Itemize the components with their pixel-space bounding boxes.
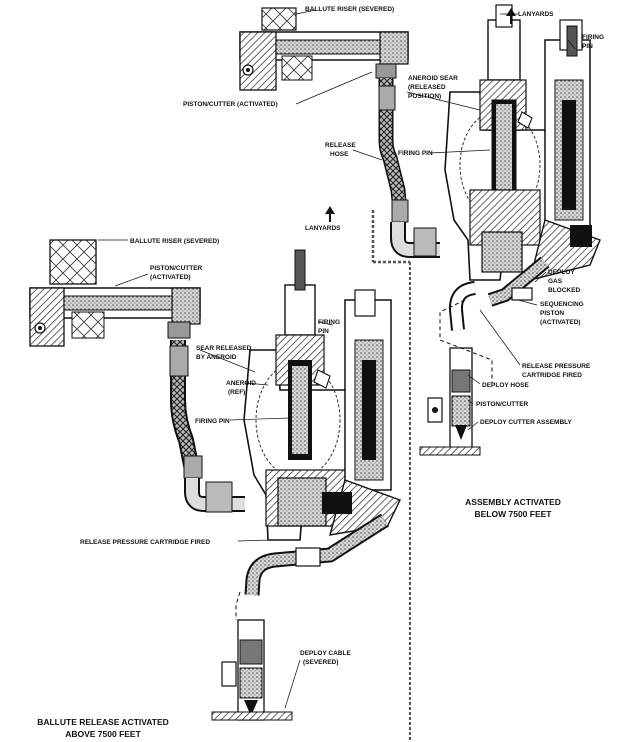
label-firing-pin-top-2: PIN (582, 43, 593, 50)
label-sear-released-2: BY ANEROID (196, 354, 237, 361)
label-deploy-gas-2: GAS (548, 278, 563, 285)
lanyards-arrow-left (325, 206, 335, 222)
label-sear-released-1: SEAR RELEASED (196, 345, 252, 352)
deploy-cable-traces (235, 299, 493, 620)
label-deploy-cable-1: DEPLOY CABLE (300, 650, 351, 657)
label-firing-pin-mid: FIRING PIN (398, 150, 433, 157)
label-release-hose-2: HOSE (330, 151, 349, 158)
label-piston-cutter-right: PISTON/CUTTER (476, 401, 529, 408)
label-ballute-riser-left: BALLUTE RISER (SEVERED) (130, 238, 219, 245)
label-deploy-gas-1: DEPLOY (548, 269, 575, 276)
left-release-hose (169, 340, 203, 479)
label-lanyards-top: LANYARDS (518, 11, 554, 18)
label-release-hose-1: RELEASE (325, 142, 356, 149)
label-sequencing-2: PISTON (540, 310, 564, 317)
label-ballute-riser-top: BALLUTE RISER (SEVERED) (305, 6, 394, 13)
left-piston-cutter-housing (29, 287, 201, 347)
caption-right-line-2: BELOW 7500 FEET (475, 509, 553, 519)
label-deploy-cable-2: (SEVERED) (303, 659, 338, 666)
label-lanyards-left: LANYARDS (305, 225, 341, 232)
label-release-pressure-top-2: CARTRIDGE FIRED (522, 372, 582, 379)
caption-left-line-1: BALLUTE RELEASE ACTIVATED (37, 717, 169, 727)
label-deploy-gas-3: BLOCKED (548, 287, 580, 294)
label-firing-pin-top: FIRING (582, 34, 604, 41)
label-firing-pin-left: FIRING PIN (195, 418, 230, 425)
caption-left-line-2: ABOVE 7500 FEET (65, 729, 141, 739)
left-release-mechanism-body (243, 249, 353, 541)
leader-lines (98, 9, 576, 709)
right-elbow-fitting (390, 222, 440, 258)
label-deploy-cutter-assembly: DEPLOY CUTTER ASSEMBLY (480, 419, 573, 426)
right-release-mechanism-body (444, 4, 553, 281)
left-deploy-cutter-assembly (211, 619, 293, 721)
label-release-pressure-left: RELEASE PRESSURE CARTRIDGE FIRED (80, 539, 210, 546)
right-deploy-pipe (448, 256, 550, 331)
label-aneroid-sear-1: ANEROID SEAR (408, 75, 458, 82)
label-aneroid-ref-2: (REF) (228, 389, 245, 396)
label-sequencing-3: (ACTIVATED) (540, 319, 581, 326)
right-ballute-riser (261, 7, 297, 31)
label-sequencing-1: SEQUENCING (540, 301, 584, 308)
label-firing-pin-left-1: FIRING (318, 319, 340, 326)
divider-line (371, 210, 411, 742)
right-deploy-cutter-assembly (419, 347, 481, 456)
label-piston-cutter-left-1: PISTON/CUTTER (150, 265, 203, 272)
left-deploy-pipe (244, 513, 390, 596)
label-piston-cutter-activated-top: PISTON/CUTTER (ACTIVATED) (183, 101, 278, 108)
label-aneroid-ref-1: ANEROID (226, 380, 256, 387)
label-deploy-hose: DEPLOY HOSE (482, 382, 530, 389)
label-aneroid-sear-2: (RELEASED (408, 84, 446, 91)
right-cartridge-housing (529, 19, 601, 281)
left-ballute-riser (49, 239, 97, 285)
left-cartridge-housing (322, 289, 401, 536)
label-release-pressure-top-1: RELEASE PRESSURE (522, 363, 591, 370)
lanyards-arrow-right (500, 8, 518, 24)
label-aneroid-sear-3: POSITION) (408, 93, 441, 100)
right-piston-cutter-housing (239, 31, 409, 91)
label-piston-cutter-left-2: (ACTIVATED) (150, 274, 191, 281)
caption-right-line-1: ASSEMBLY ACTIVATED (465, 497, 561, 507)
label-firing-pin-left-2: PIN (318, 328, 329, 335)
left-elbow-fitting (184, 478, 245, 513)
